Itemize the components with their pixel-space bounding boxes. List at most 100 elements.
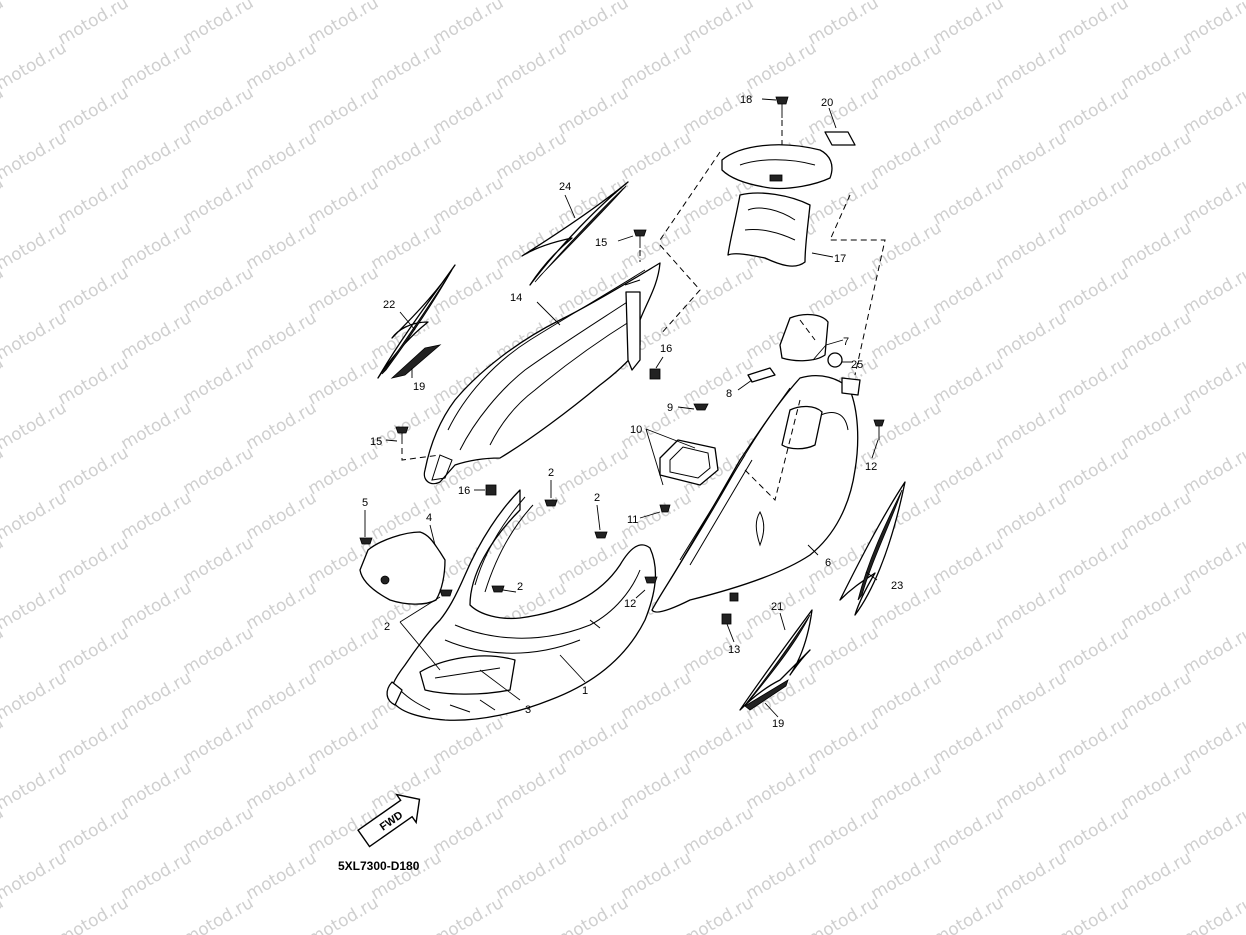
watermark-text: motod.ru [1180, 803, 1246, 859]
callout-25: 25 [851, 359, 863, 371]
watermark-text: motod.ru [1180, 173, 1246, 229]
callout-12: 12 [865, 461, 877, 473]
watermark-text: motod.ru [180, 443, 258, 499]
watermark-text: motod.ru [618, 128, 696, 184]
callout-10: 10 [630, 424, 642, 436]
callout-3: 3 [525, 704, 531, 716]
strip-8 [747, 367, 776, 383]
stripe-decal-24 [521, 181, 629, 286]
ring-25 [827, 352, 843, 368]
watermark-text: motod.ru [118, 38, 196, 94]
watermark-text: motod.ru [55, 713, 133, 769]
watermark-text: motod.ru [930, 893, 1008, 935]
watermark-text: motod.ru [180, 353, 258, 409]
callout-19: 19 [413, 381, 425, 393]
watermark-text: motod.ru [0, 308, 70, 364]
watermark-text: motod.ru [993, 578, 1071, 634]
callout-20: 20 [821, 97, 833, 109]
watermark-text: motod.ru [680, 713, 758, 769]
watermark-text: motod.ru [430, 0, 508, 49]
watermark-text: motod.ru [993, 398, 1071, 454]
watermark-text: motod.ru [55, 623, 133, 679]
callout-labels: 1 2 2 2 2 3 4 5 6 7 8 9 10 11 12 12 13 1… [362, 94, 903, 730]
watermark-text: motod.ru [0, 38, 70, 94]
fasteners [359, 96, 885, 625]
watermark-text: motod.ru [1118, 578, 1196, 634]
watermark-text: motod.ru [180, 623, 258, 679]
watermark-text: motod.ru [930, 0, 1008, 49]
watermark-text: motod.ru [1118, 488, 1196, 544]
watermark-text: motod.ru [930, 623, 1008, 679]
watermark-text: motod.ru [0, 578, 70, 634]
callout-22: 22 [383, 299, 395, 311]
tail-cover-17 [727, 192, 811, 267]
watermark-text: motod.ru [743, 0, 821, 4]
watermark-text: motod.ru [555, 893, 633, 935]
watermark-text: motod.ru [1180, 623, 1246, 679]
watermark-text: motod.ru [118, 0, 196, 4]
watermark-text: motod.ru [55, 0, 133, 49]
watermark-text: motod.ru [430, 803, 508, 859]
callout-1: 1 [582, 685, 588, 697]
watermark-text: motod.ru [305, 263, 383, 319]
watermark-text: motod.ru [55, 443, 133, 499]
watermark-text: motod.ru [930, 443, 1008, 499]
watermark-text: motod.ru [55, 83, 133, 139]
watermark-text: motod.ru [1055, 173, 1133, 229]
watermark-text: motod.ru [1118, 128, 1196, 184]
watermark-text: motod.ru [805, 83, 883, 139]
watermark-text: motod.ru [1118, 0, 1196, 4]
watermark-text: motod.ru [1180, 353, 1246, 409]
watermark-text: motod.ru [1055, 533, 1133, 589]
watermark-text: motod.ru [1180, 263, 1246, 319]
callout-2: 2 [384, 621, 390, 633]
callout-5: 5 [362, 497, 368, 509]
panel-4 [359, 531, 446, 605]
watermark-text: motod.ru [368, 38, 446, 94]
watermark-text: motod.ru [680, 803, 758, 859]
watermark-text: motod.ru [680, 353, 758, 409]
watermark-text: motod.ru [868, 308, 946, 364]
watermark-text: motod.ru [368, 848, 446, 904]
watermark-text: motod.ru [1055, 803, 1133, 859]
watermark-text: motod.ru [805, 713, 883, 769]
watermark-text: motod.ru [930, 533, 1008, 589]
stripe-decal-22 [377, 264, 456, 379]
watermark-text: motod.ru [55, 803, 133, 859]
watermark-text: motod.ru [555, 0, 633, 49]
watermark-text: motod.ru [618, 668, 696, 724]
watermark-text: motod.ru [680, 893, 758, 935]
lens-20 [824, 131, 856, 146]
callout-8: 8 [726, 388, 732, 400]
watermark-text: motod.ru [180, 0, 258, 49]
watermark-text: motod.ru [493, 38, 571, 94]
watermark-text: motod.ru [180, 803, 258, 859]
watermark-text: motod.ru [243, 848, 321, 904]
watermark-text: motod.ru [243, 488, 321, 544]
callout-2: 2 [594, 492, 600, 504]
watermark-text: motod.ru [243, 578, 321, 634]
watermark-text: motod.ru [1055, 713, 1133, 769]
watermark-text: motod.ru [680, 263, 758, 319]
watermark-text: motod.ru [243, 38, 321, 94]
callout-24: 24 [559, 181, 571, 193]
watermark-text: motod.ru [1055, 893, 1133, 935]
watermark-text: motod.ru [493, 848, 571, 904]
watermark-text: motod.ru [180, 83, 258, 139]
watermark-text: motod.ru [118, 308, 196, 364]
watermark-text: motod.ru [55, 173, 133, 229]
fwd-arrow-icon: FWD [357, 793, 421, 848]
watermark-text: motod.ru [493, 0, 571, 4]
watermark-text: motod.ru [430, 713, 508, 769]
watermark-text: motod.ru [618, 758, 696, 814]
callout-21: 21 [771, 601, 783, 613]
watermark-text: motod.ru [0, 848, 70, 904]
watermark-text: motod.ru [305, 173, 383, 229]
callout-11: 11 [627, 514, 638, 526]
watermark-text: motod.ru [1118, 668, 1196, 724]
watermark-text: motod.ru [243, 128, 321, 184]
watermark-text: motod.ru [930, 83, 1008, 139]
watermark-text: motod.ru [1180, 443, 1246, 499]
watermark-text: motod.ru [868, 758, 946, 814]
